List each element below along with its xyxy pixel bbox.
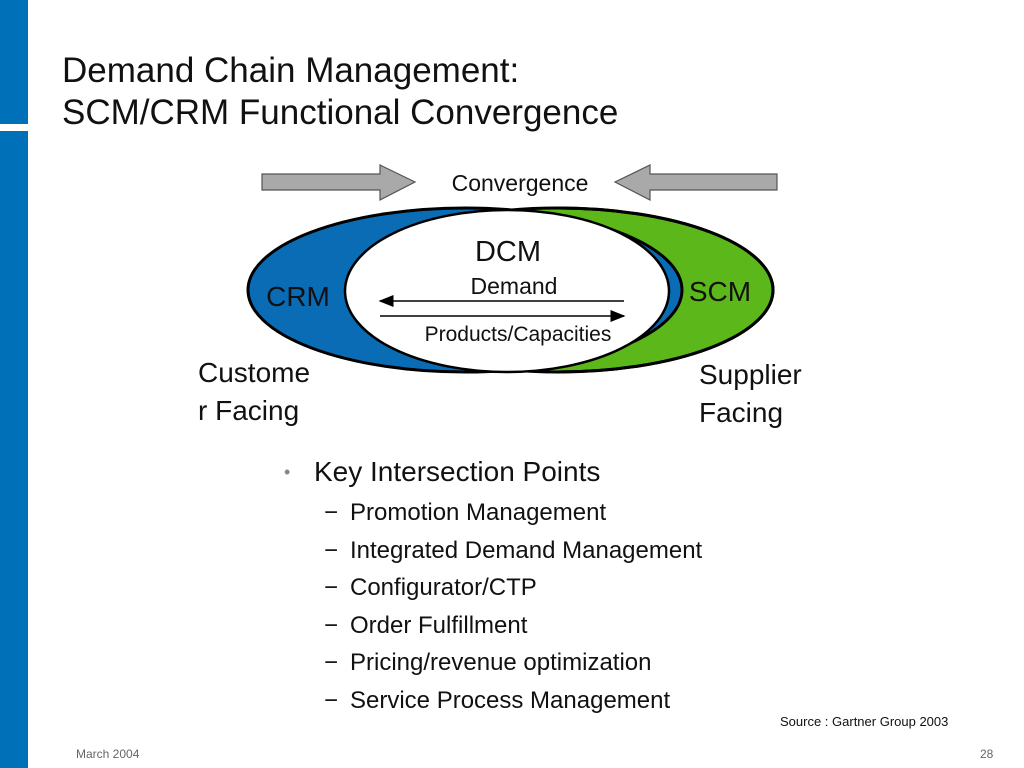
bullet-dot-icon: • — [284, 462, 291, 482]
footer-date: March 2004 — [76, 747, 140, 761]
sub-bullet-item: −Integrated Demand Management — [324, 532, 702, 570]
dash-icon: − — [324, 611, 339, 639]
crm-label: CRM — [266, 281, 330, 312]
convergence-diagram: Convergence CRM SCM DCM Demand Products/… — [246, 164, 778, 374]
dash-icon: − — [324, 499, 339, 526]
dash-icon: − — [324, 649, 339, 676]
dash-icon: − — [324, 574, 339, 601]
scm-label: SCM — [689, 276, 751, 307]
sub-bullet-text: Service Process Management — [350, 686, 671, 714]
dash-icon: − — [324, 536, 339, 564]
sub-bullet-list: −Promotion Management −Integrated Demand… — [324, 494, 702, 719]
sidebar-accent-bottom — [0, 131, 28, 768]
customer-facing-label: Custome r Facing — [198, 354, 348, 430]
dcm-label: DCM — [475, 236, 541, 268]
right-arrow-icon — [261, 164, 417, 201]
title-line-2: SCM/CRM Functional Convergence — [62, 93, 619, 132]
sub-bullet-text: Pricing/revenue optimization — [350, 649, 652, 676]
dcm-ellipse — [343, 208, 671, 374]
customer-facing-text: Custome r Facing — [198, 357, 311, 426]
title-divider — [28, 124, 1024, 131]
page-number: 28 — [980, 747, 994, 761]
supplier-facing-text: Supplier Facing — [699, 359, 802, 428]
sub-bullet-item: −Configurator/CTP — [324, 569, 702, 607]
title-line-1: Demand Chain Management: — [62, 51, 520, 90]
sidebar-accent-top — [0, 0, 28, 124]
bullet-main-text: Key Intersection Points — [314, 456, 601, 487]
key-points-list: • Key Intersection Points −Promotion Man… — [284, 452, 702, 719]
products-capacities-label: Products/Capacities — [425, 323, 612, 346]
bullet-main-item: • Key Intersection Points — [284, 452, 702, 492]
sub-bullet-item: −Promotion Management — [324, 494, 702, 532]
source-citation: Source : Gartner Group 2003 — [780, 714, 949, 729]
sub-bullet-text: Order Fulfillment — [350, 611, 528, 639]
sub-bullet-item: −Order Fulfillment — [324, 607, 702, 645]
convergence-label: Convergence — [452, 170, 589, 196]
supplier-facing-label: Supplier Facing — [699, 356, 849, 432]
demand-label: Demand — [471, 273, 558, 299]
scm-outline — [557, 206, 775, 374]
sub-bullet-text: Integrated Demand Management — [350, 536, 703, 564]
sub-bullet-item: −Pricing/revenue optimization — [324, 644, 702, 682]
sub-bullet-text: Configurator/CTP — [350, 574, 537, 601]
dash-icon: − — [324, 686, 339, 714]
slide-title: Demand Chain Management: SCM/CRM Functio… — [62, 50, 618, 134]
sub-bullet-text: Promotion Management — [350, 499, 607, 526]
sub-bullet-item: −Service Process Management — [324, 682, 702, 720]
left-arrow-icon — [613, 164, 778, 201]
